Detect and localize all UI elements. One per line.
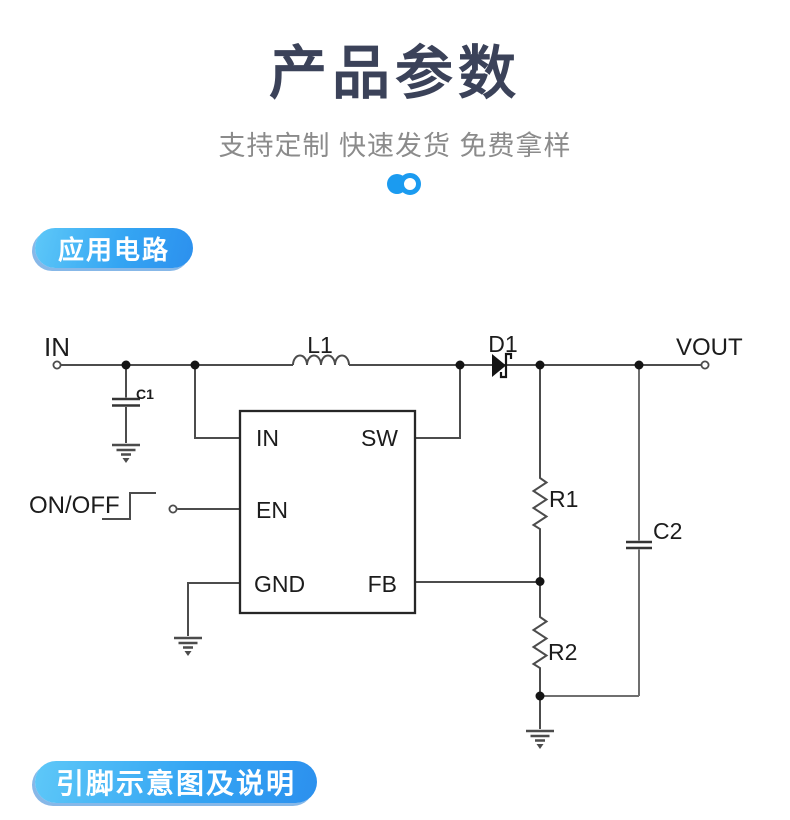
ring-dot-icon xyxy=(399,173,421,195)
input-cap-label: C1 xyxy=(136,386,154,402)
ground-symbol xyxy=(524,729,556,751)
ic-in-wire xyxy=(194,365,240,439)
resistor-r2-symbol xyxy=(531,582,549,696)
diode-symbol xyxy=(492,354,506,377)
page-title: 产品参数 xyxy=(268,41,521,106)
ic-pin-in: IN xyxy=(256,425,279,451)
enable-signal-label: ON/OFF xyxy=(29,492,120,519)
page-subtitle: 支持定制 快速发货 免费拿样 xyxy=(218,131,572,161)
dots-decoration xyxy=(9,173,790,195)
ic-pin-sw: SW xyxy=(361,425,398,451)
diode-label: D1 xyxy=(488,331,517,357)
ic-pin-gnd: GND xyxy=(254,571,305,597)
resistor-r1-symbol xyxy=(531,365,549,582)
ic-sw-wire xyxy=(415,365,461,439)
resistor-r2-label: R2 xyxy=(548,639,577,665)
step-signal-icon xyxy=(102,492,156,520)
section-badge-label: 引脚示意图及说明 xyxy=(56,768,297,799)
section-badge-label: 应用电路 xyxy=(58,234,171,265)
ic-pin-en: EN xyxy=(256,497,288,523)
output-label: VOUT xyxy=(676,334,743,361)
ic-gnd-wire xyxy=(187,582,240,636)
terminal-nodes xyxy=(52,360,710,514)
output-cap-wires xyxy=(540,365,640,697)
inductor-coil xyxy=(292,354,350,366)
junction-dots xyxy=(121,360,644,701)
section-badge-application-circuit: 应用电路 xyxy=(35,228,194,268)
input-label: IN xyxy=(44,332,70,362)
ic-block xyxy=(238,409,417,615)
ground-symbol xyxy=(110,443,142,465)
inductor-label: L1 xyxy=(307,332,333,358)
ic-pin-fb: FB xyxy=(368,571,397,597)
input-cap-symbol xyxy=(112,397,140,407)
output-cap-symbol xyxy=(626,540,652,550)
section-badge-pin-diagram: 引脚示意图及说明 xyxy=(35,761,318,803)
diode-cathode-bar xyxy=(499,352,513,379)
resistor-r1-label: R1 xyxy=(549,486,578,512)
ground-symbol xyxy=(172,636,204,658)
output-cap-label: C2 xyxy=(653,518,682,544)
